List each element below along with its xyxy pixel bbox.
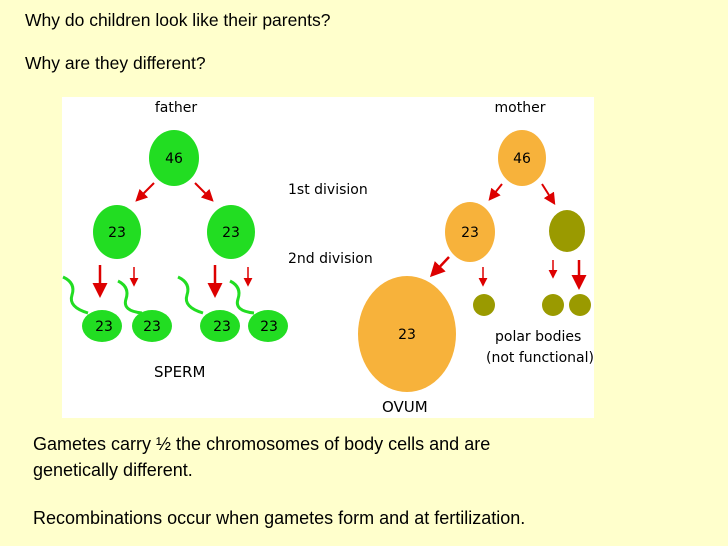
sperm-cell-4 [230,281,288,342]
mother-label: mother [495,100,546,116]
sperm-label-3: 23 [213,319,231,335]
mother-arrow-right [542,184,554,203]
mother-arrow-left [490,184,502,199]
first-polar-body [549,210,585,252]
polar-body-1 [473,294,495,316]
bullet-gametes-line-2: genetically different. [33,457,723,483]
question-1: Why do children look like their parents? [25,10,330,31]
ovum-value-label: 23 [398,327,416,343]
father-gamete-label-2: 23 [222,225,240,241]
bullet-gametes-line-1: Gametes carry ½ the chromosomes of body … [33,431,723,457]
ovum-label: OVUM [382,398,428,416]
secondary-oocyte-label: 23 [461,225,479,241]
not-functional-label: (not functional) [486,350,594,366]
sperm-label-1: 23 [95,319,113,335]
bullet-recombination: Recombinations occur when gametes form a… [33,505,723,531]
sperm-label-2: 23 [143,319,161,335]
father-gamete-label-1: 23 [108,225,126,241]
father-cell-label: 46 [165,151,183,167]
polar-bodies-label: polar bodies [495,329,581,345]
question-2: Why are they different? [25,53,206,74]
meiosis-diagram: father mother 46 23 23 23 23 23 23 SPERM… [62,97,594,418]
polar-body-3 [569,294,591,316]
polar-body-2 [542,294,564,316]
father-arrow-right [195,183,212,200]
father-arrow-left [137,183,154,200]
ovum-arrow [432,257,449,275]
sperm-label: SPERM [154,363,205,381]
sperm-cell-1 [63,277,122,342]
father-label: father [155,100,197,116]
bullet-gametes: Gametes carry ½ the chromosomes of body … [33,431,723,483]
second-division-label: 2nd division [288,251,373,267]
mother-cell-label: 46 [513,151,531,167]
sperm-label-4: 23 [260,319,278,335]
first-division-label: 1st division [288,182,368,198]
